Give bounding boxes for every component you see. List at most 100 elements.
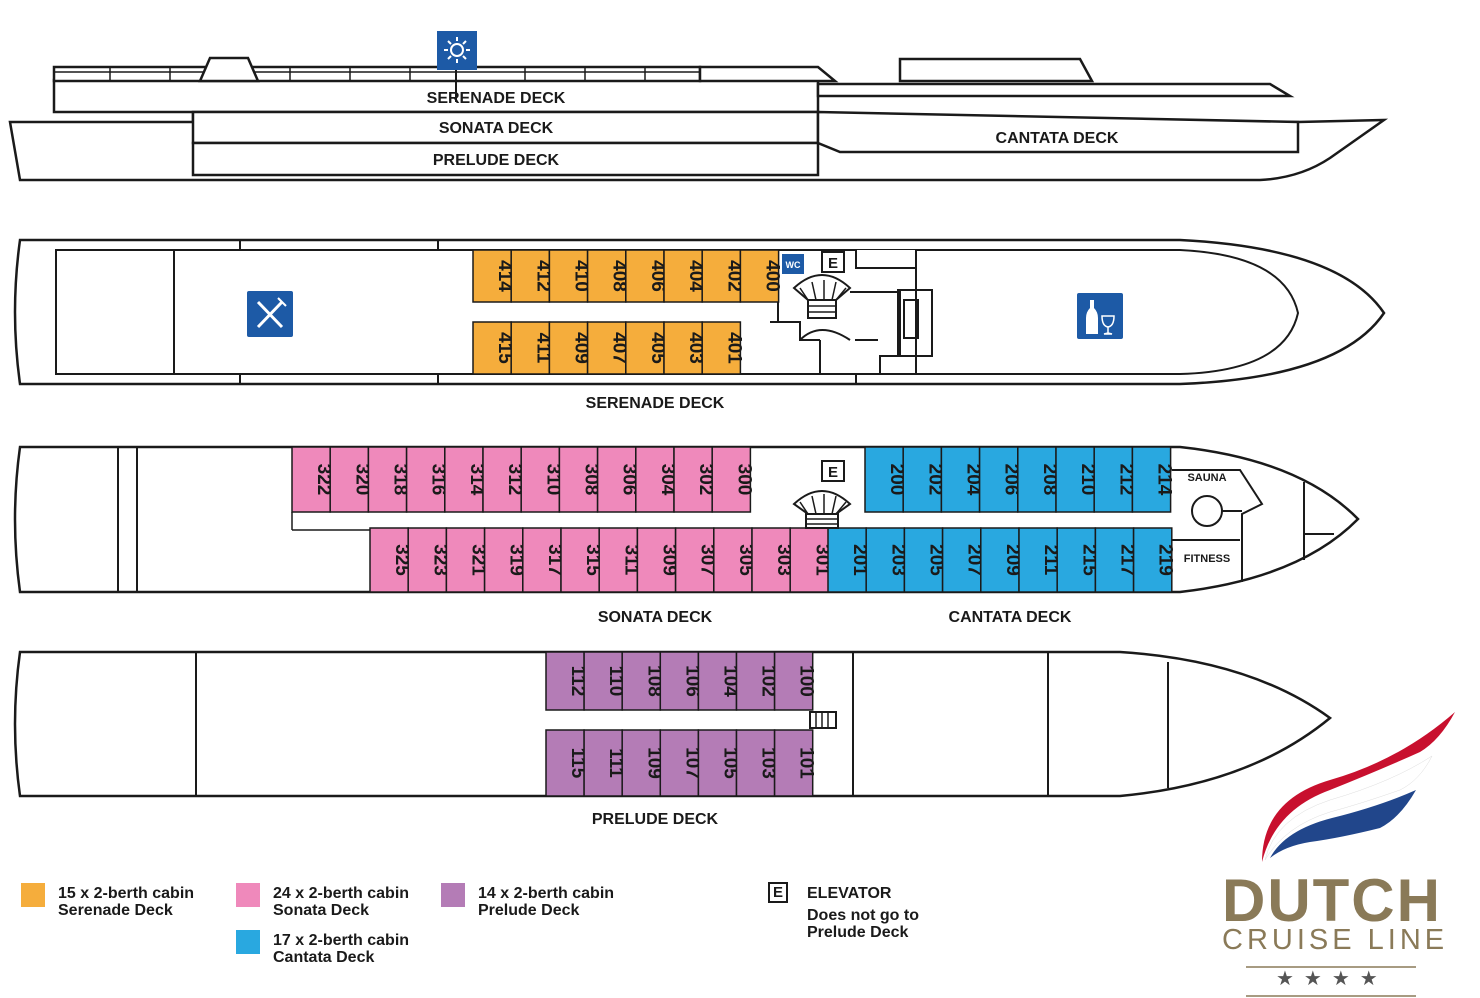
cabin-211: 211 [1018,527,1061,593]
cabin-100: 100 [773,651,817,711]
cabin-number: 406 [647,260,668,292]
cabin-321: 321 [445,527,489,593]
cabin-number: 211 [1040,545,1061,576]
legend-cantata: 17 x 2-berth cabin Cantata Deck [273,932,409,966]
cabin-319: 319 [483,527,527,593]
cabin-box [482,446,522,513]
brand-name: DUTCH [1222,867,1442,934]
profile-prelude-label: PRELUDE DECK [433,152,560,169]
cabin-317: 317 [522,527,565,593]
legend-elevator-note1: Does not go to [807,907,919,924]
cabin-box [827,527,867,593]
cabin-number: 202 [924,464,945,496]
cabin-322: 322 [291,446,334,513]
cabin-number: 400 [762,260,783,292]
cantata-deck-label: CANTATA DECK [949,609,1072,626]
cabin-number: 112 [567,666,588,697]
serenade-deck-label: SERENADE DECK [586,395,725,412]
cabin-414: 414 [472,249,515,303]
cabin-number: 411 [532,333,553,364]
cabin-402: 402 [701,249,744,303]
cabin-number: 311 [620,545,641,576]
cabin-number: 325 [391,544,412,576]
cabin-104: 104 [697,651,740,711]
dutch-flag-logo [1262,712,1455,862]
cabin-number: 409 [571,332,592,364]
cabin-box [1131,446,1172,513]
fitness-label: FITNESS [1184,553,1230,565]
cabin-box [1055,446,1095,513]
cabin-number: 219 [1155,544,1176,576]
cabin-box [583,729,623,797]
cabin-205: 205 [903,527,947,593]
cabin-400: 400 [739,249,783,303]
cabin-box [701,249,742,303]
cabin-314: 314 [444,446,487,513]
legend-elevator-title: ELEVATOR [807,885,892,902]
cabin-number: 217 [1117,544,1138,576]
cabin-212: 212 [1093,446,1136,513]
cabin-number: 323 [429,544,450,576]
cabin-209: 209 [980,527,1023,593]
cabin-box [773,651,814,711]
wc-label: WC [786,260,801,270]
cabin-number: 104 [719,665,740,697]
legend-swatch-prelude [441,883,465,907]
cabin-108: 108 [621,651,664,711]
legend-sonata-line1: 24 x 2-berth cabin [273,885,410,902]
cabin-box [1094,527,1135,593]
cabin-number: 301 [811,544,832,576]
elevator-icon: E [821,460,845,482]
legend-serenade: 15 x 2-berth cabin Serenade Deck [58,885,194,919]
cabin-box [701,321,742,375]
legend-sonata: 24 x 2-berth cabin Sonata Deck [273,885,409,919]
legend-prelude: 14 x 2-berth cabin Prelude Deck [478,885,614,919]
cabin-210: 210 [1055,446,1098,513]
cabin-310: 310 [520,446,563,513]
cabin-box [405,446,446,513]
bar-icon [1077,293,1123,339]
cabin-box [510,249,551,303]
cabin-111: 111 [583,729,626,797]
cabin-200: 200 [864,446,907,513]
cabin-201: 201 [827,527,870,593]
cabin-106: 106 [659,651,702,711]
cabin-number: 214 [1154,464,1175,496]
cabin-box [980,527,1020,593]
cabin-number: 318 [390,464,411,496]
cabin-number: 412 [532,260,553,292]
cabin-214: 214 [1131,446,1175,513]
cabin-number: 309 [659,544,680,576]
cabin-415: 415 [472,321,515,375]
cabin-301: 301 [789,527,832,593]
cabin-408: 408 [586,249,630,303]
cabin-109: 109 [621,729,664,797]
cabin-202: 202 [902,446,945,513]
sun-deck-icon [437,31,477,70]
cabin-number: 414 [494,260,515,292]
cabin-309: 309 [636,527,680,593]
cabin-number: 101 [796,747,817,779]
cabin-box [663,249,703,303]
cabin-number: 408 [609,260,630,292]
cabin-number: 103 [758,747,779,779]
cabin-number: 200 [886,464,907,496]
cabin-box [545,651,585,711]
brand-stars: ★★★★ [1276,966,1388,990]
cabin-105: 105 [697,729,740,797]
cabin-number: 110 [605,666,626,697]
cabin-box [545,729,585,797]
cabin-401: 401 [701,321,744,375]
cabin-number: 319 [506,544,527,576]
cabin-number: 303 [773,544,794,576]
cabin-number: 305 [735,544,756,576]
cabin-406: 406 [625,249,668,303]
cabin-box [739,249,780,303]
cabin-box [735,651,776,711]
cabin-number: 115 [567,748,588,779]
legend-swatch-sonata [236,883,260,907]
cabin-number: 415 [494,332,515,364]
cabin-box [773,729,814,797]
